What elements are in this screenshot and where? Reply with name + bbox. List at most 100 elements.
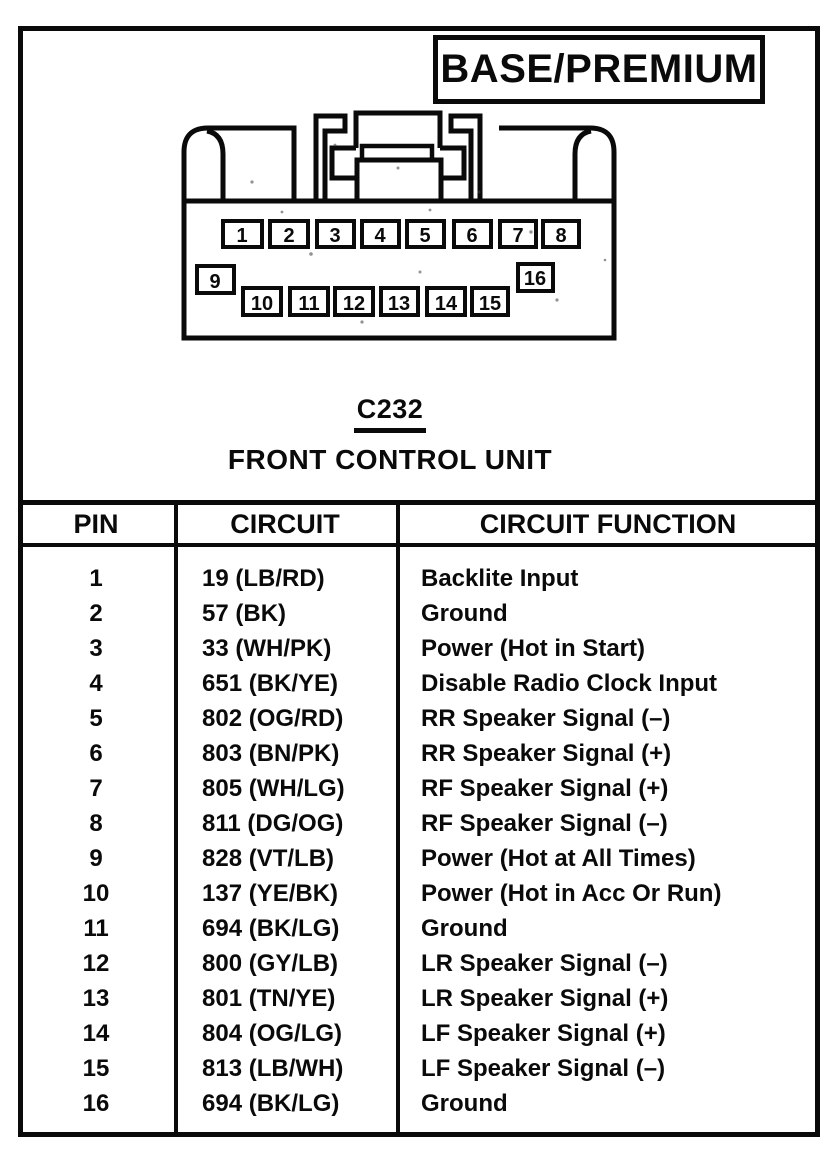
variant-label: BASE/PREMIUM bbox=[440, 47, 758, 91]
cell-circuit: 828 (VT/LB) bbox=[202, 845, 335, 872]
cell-pin: 15 bbox=[82, 1055, 110, 1082]
connector-id: C232 bbox=[353, 394, 427, 433]
ear-left bbox=[206, 128, 226, 201]
pin-number-4: 4 bbox=[374, 225, 386, 247]
cell-function: LR Speaker Signal (+) bbox=[421, 985, 669, 1012]
table-row: 3 33 (WH/PK) Power (Hot in Start) bbox=[18, 631, 820, 666]
latch-cradle-left bbox=[329, 145, 357, 181]
cell-function: RF Speaker Signal (–) bbox=[421, 810, 668, 837]
pin-number-6: 6 bbox=[466, 225, 477, 247]
table-row: 13 801 (TN/YE) LR Speaker Signal (+) bbox=[18, 981, 820, 1016]
pin-number-2: 2 bbox=[283, 225, 294, 247]
cell-function: Disable Radio Clock Input bbox=[421, 670, 718, 697]
pin-number-3: 3 bbox=[329, 225, 340, 247]
pin-number-5: 5 bbox=[419, 225, 430, 247]
cell-circuit: 803 (BN/PK) bbox=[202, 740, 340, 767]
cell-pin: 5 bbox=[89, 705, 103, 732]
cell-pin: 8 bbox=[89, 810, 103, 837]
cell-pin: 9 bbox=[89, 845, 103, 872]
cell-function: Power (Hot at All Times) bbox=[421, 845, 696, 872]
table-row: 14 804 (OG/LG) LF Speaker Signal (+) bbox=[18, 1016, 820, 1051]
cell-pin: 13 bbox=[82, 985, 110, 1012]
cell-pin: 4 bbox=[89, 670, 103, 697]
latch-cradle-right bbox=[439, 145, 467, 181]
cell-circuit: 694 (BK/LG) bbox=[202, 1090, 340, 1117]
table-row: 11 694 (BK/LG) Ground bbox=[18, 911, 820, 946]
pin-number-7: 7 bbox=[512, 225, 523, 247]
cell-circuit: 804 (OG/LG) bbox=[202, 1020, 343, 1047]
cell-function: Backlite Input bbox=[421, 565, 579, 592]
cell-function: Power (Hot in Acc Or Run) bbox=[421, 880, 722, 907]
pin-number-12: 12 bbox=[343, 293, 365, 315]
pin-numbers: 1 2 3 4 5 6 7 8 9 10 11 12 13 14 15 16 bbox=[209, 225, 566, 315]
cell-circuit: 813 (LB/WH) bbox=[202, 1055, 344, 1082]
latch-bracket-right bbox=[448, 113, 483, 201]
table-row: 6 803 (BN/PK) RR Speaker Signal (+) bbox=[18, 736, 820, 771]
pin-number-13: 13 bbox=[388, 293, 410, 315]
table-row: 9 828 (VT/LB) Power (Hot at All Times) bbox=[18, 841, 820, 876]
cell-circuit: 694 (BK/LG) bbox=[202, 915, 340, 942]
header-pin: PIN bbox=[73, 508, 119, 539]
pin-number-9: 9 bbox=[209, 271, 220, 293]
cell-function: Ground bbox=[421, 600, 508, 627]
cell-function: Power (Hot in Start) bbox=[421, 635, 646, 662]
cell-circuit: 801 (TN/YE) bbox=[202, 985, 336, 1012]
cell-circuit: 802 (OG/RD) bbox=[202, 705, 344, 732]
connector-id-wrap: C232 bbox=[180, 394, 600, 433]
cell-circuit: 137 (YE/BK) bbox=[202, 880, 339, 907]
header-circuit-function: CIRCUIT FUNCTION bbox=[479, 508, 737, 539]
pin-number-15: 15 bbox=[479, 293, 501, 315]
table-row: 2 57 (BK) Ground bbox=[18, 596, 820, 631]
cell-pin: 16 bbox=[82, 1090, 110, 1117]
cell-function: LR Speaker Signal (–) bbox=[421, 950, 668, 977]
connector-outline bbox=[181, 110, 617, 341]
cell-pin: 1 bbox=[89, 565, 103, 592]
pin-boxes bbox=[195, 219, 581, 317]
cell-function: Ground bbox=[421, 915, 508, 942]
cell-pin: 11 bbox=[83, 915, 109, 942]
ear-right bbox=[572, 128, 592, 201]
pin-table: 1 19 (LB/RD) Backlite Input 2 57 (BK) Ground… bbox=[18, 549, 820, 1121]
pin-number-10: 10 bbox=[251, 293, 273, 315]
cell-function: RR Speaker Signal (–) bbox=[421, 705, 671, 732]
cell-function: LF Speaker Signal (+) bbox=[421, 1020, 666, 1047]
pin-number-1: 1 bbox=[236, 225, 247, 247]
table-row: 16 694 (BK/LG) Ground bbox=[18, 1086, 820, 1121]
latch-block bbox=[354, 157, 444, 204]
latch-bracket-left bbox=[313, 113, 348, 201]
connector-diagram: 1 2 3 4 5 6 7 8 9 10 11 12 13 14 15 16 bbox=[181, 110, 617, 341]
table-header-row: PIN CIRCUIT CIRCUIT FUNCTION bbox=[18, 500, 820, 547]
housing-right bbox=[499, 125, 617, 201]
connector-name: FRONT CONTROL UNIT bbox=[227, 444, 553, 475]
table-row: 5 802 (OG/RD) RR Speaker Signal (–) bbox=[18, 701, 820, 736]
cell-circuit: 57 (BK) bbox=[202, 600, 287, 627]
column-divider-2 bbox=[396, 500, 400, 1133]
header-circuit: CIRCUIT bbox=[230, 508, 340, 539]
cell-pin: 3 bbox=[89, 635, 103, 662]
cell-pin: 12 bbox=[82, 950, 110, 977]
cell-circuit: 19 (LB/RD) bbox=[202, 565, 325, 592]
cell-function: Ground bbox=[421, 1090, 508, 1117]
column-divider-1 bbox=[174, 500, 178, 1133]
pin-number-8: 8 bbox=[555, 225, 566, 247]
cell-pin: 2 bbox=[89, 600, 103, 627]
cell-circuit: 800 (GY/LB) bbox=[202, 950, 339, 977]
latch-tab bbox=[353, 110, 443, 148]
cell-pin: 14 bbox=[82, 1020, 110, 1047]
table-row: 12 800 (GY/LB) LR Speaker Signal (–) bbox=[18, 946, 820, 981]
cell-function: RR Speaker Signal (+) bbox=[421, 740, 672, 767]
cell-circuit: 33 (WH/PK) bbox=[202, 635, 332, 662]
page-border bbox=[18, 26, 820, 1137]
variant-label-box: BASE/PREMIUM bbox=[433, 35, 765, 104]
scan-noise bbox=[250, 143, 607, 324]
pin-number-14: 14 bbox=[435, 293, 458, 315]
cell-function: LF Speaker Signal (–) bbox=[421, 1055, 666, 1082]
housing-left bbox=[181, 125, 297, 201]
pin-number-11: 11 bbox=[298, 293, 319, 315]
cell-pin: 6 bbox=[89, 740, 103, 767]
